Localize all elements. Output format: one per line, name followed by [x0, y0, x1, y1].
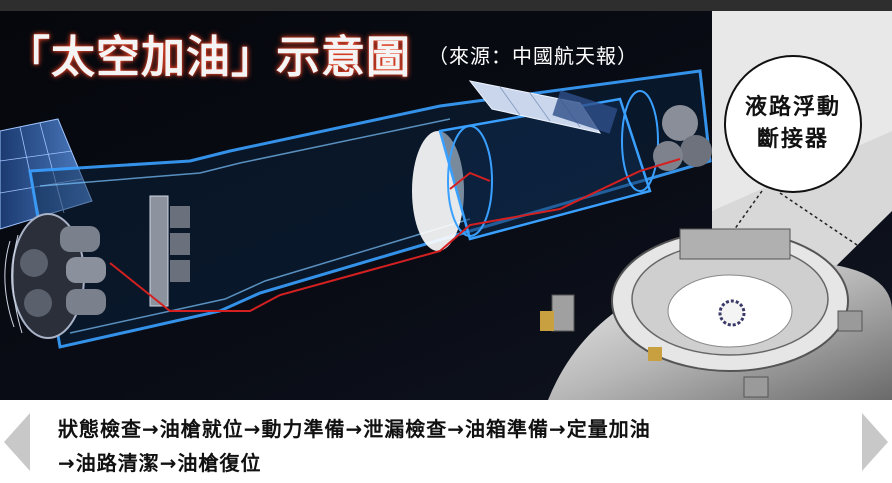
top-solar-panel: [468, 80, 618, 134]
callout-line-1: 液路浮動: [744, 95, 841, 120]
callout-line-2: 斷接器: [756, 127, 829, 152]
fuel-tanks: [653, 105, 712, 171]
steps-line-2: →油路清潔→油槍復位: [58, 451, 262, 475]
left-solar-panel: [0, 118, 93, 230]
engine-cluster: [4, 213, 106, 339]
fuel-line: [109, 158, 681, 312]
caption-area: [0, 400, 892, 483]
docking-interface: [540, 228, 892, 400]
steps-line-1: 狀態檢查→油槍就位→動力準備→泄漏檢查→油箱準備→定量加油: [58, 417, 651, 441]
floating-disconnect-label: 液路浮動 斷接器: [724, 55, 862, 193]
source-note: （來源：中國航天報）: [428, 44, 638, 68]
previous-arrow-icon[interactable]: [4, 413, 30, 471]
pump-module: [149, 195, 190, 307]
diagram-title: 「太空加油」示意圖: [6, 32, 411, 83]
top-bar: [0, 0, 892, 11]
next-arrow-icon[interactable]: [862, 413, 888, 471]
refueling-steps: 狀態檢查→油槍就位→動力準備→泄漏檢查→油箱準備→定量加油 →油路清潔→油槍復位: [58, 412, 838, 480]
